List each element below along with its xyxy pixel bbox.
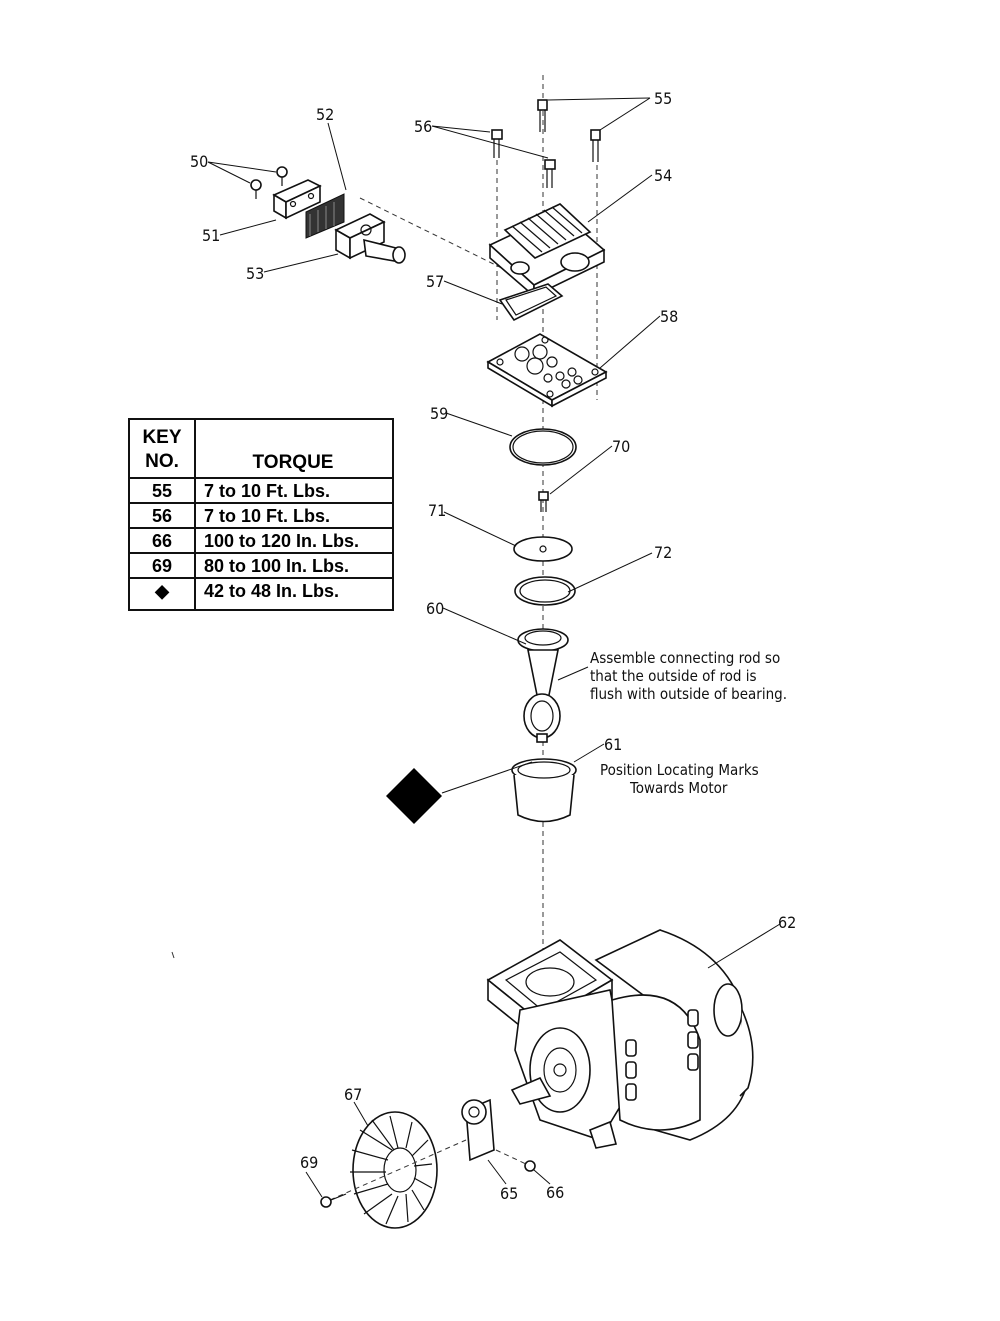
callout-50: 50 <box>190 152 208 171</box>
torque-diamond-marker <box>386 768 442 824</box>
callout-72: 72 <box>654 543 672 562</box>
part-58-valve-plate <box>486 333 608 408</box>
part-65-eccentric <box>461 1098 495 1162</box>
callout-52: 52 <box>316 105 334 124</box>
callout-58: 58 <box>660 307 678 326</box>
callout-59: 59 <box>430 404 448 423</box>
note-line: Assemble connecting rod so <box>590 649 780 667</box>
table-row: 66 100 to 120 In. Lbs. <box>130 527 392 553</box>
note-line: that the outside of rod is <box>590 667 757 685</box>
part-67-fan <box>329 1111 467 1229</box>
callout-labels: 50 51 52 53 54 55 56 57 58 59 70 71 72 6… <box>190 89 796 1203</box>
part-54-cylinder-head <box>488 203 606 298</box>
part-61-bearing <box>511 758 577 823</box>
note-line: Towards Motor <box>629 779 728 797</box>
part-53-intake-tube <box>334 213 406 264</box>
part-62-motor-crankcase <box>486 929 754 1149</box>
locating-marks-note: Position Locating Marks Towards Motor <box>600 761 759 797</box>
stray-mark <box>171 951 175 959</box>
callout-55: 55 <box>654 89 672 108</box>
leader-lines <box>207 97 781 1198</box>
key-cell: 56 <box>151 506 173 526</box>
torque-cell: 42 to 48 In. Lbs. <box>204 581 340 601</box>
callout-69: 69 <box>300 1153 318 1172</box>
connecting-rod-note: Assemble connecting rod so that the outs… <box>590 649 787 703</box>
part-60-connecting-rod <box>517 628 569 743</box>
callout-57: 57 <box>426 272 444 291</box>
note-line: flush with outside of bearing. <box>590 685 787 703</box>
table-row: 55 7 to 10 Ft. Lbs. <box>130 477 392 503</box>
header-torque: TORQUE <box>252 452 334 473</box>
table-row: 69 80 to 100 In. Lbs. <box>130 552 392 578</box>
key-cell: 69 <box>151 556 173 576</box>
part-57-head-gasket <box>498 283 564 322</box>
part-71-piston-cup-retainer <box>513 536 573 562</box>
part-59-o-ring <box>509 428 577 466</box>
callout-62: 62 <box>778 913 796 932</box>
part-51-retainer-plate <box>272 179 322 220</box>
callout-56: 56 <box>414 117 432 136</box>
header-key: KEY NO. <box>130 426 194 474</box>
torque-cell: 7 to 10 Ft. Lbs. <box>204 506 331 526</box>
part-69-screw <box>320 1193 347 1208</box>
note-line: Position Locating Marks <box>600 761 759 779</box>
torque-cell: 80 to 100 In. Lbs. <box>204 556 350 576</box>
torque-cell: 7 to 10 Ft. Lbs. <box>204 481 331 501</box>
callout-65: 65 <box>500 1184 518 1203</box>
header-key-line: NO. <box>145 451 179 472</box>
part-55-56-bolts <box>491 99 601 188</box>
callout-51: 51 <box>202 226 220 245</box>
table-header: KEY NO. TORQUE <box>130 420 392 478</box>
key-cell: 55 <box>151 481 173 501</box>
callout-53: 53 <box>246 264 264 283</box>
part-72-piston-cup <box>514 576 576 606</box>
part-50-screws <box>250 166 288 199</box>
callout-71: 71 <box>428 501 446 520</box>
part-52-air-filter <box>305 193 345 239</box>
part-66-set-screw <box>495 1149 536 1172</box>
part-70-screw <box>538 491 549 512</box>
table-row: ◆ 42 to 48 In. Lbs. <box>130 577 392 611</box>
callout-70: 70 <box>612 437 630 456</box>
callout-61: 61 <box>604 735 622 754</box>
torque-cell: 100 to 120 In. Lbs. <box>204 531 360 551</box>
torque-table: KEY NO. TORQUE 55 7 to 10 Ft. Lbs. 56 7 … <box>128 418 394 611</box>
header-key-line: KEY <box>142 427 182 448</box>
key-cell-diamond: ◆ <box>155 581 169 601</box>
column-divider <box>194 420 196 609</box>
callout-66: 66 <box>546 1183 564 1202</box>
callout-67: 67 <box>344 1085 362 1104</box>
key-cell: 66 <box>151 531 173 551</box>
callout-60: 60 <box>426 599 444 618</box>
callout-54: 54 <box>654 166 672 185</box>
table-row: 56 7 to 10 Ft. Lbs. <box>130 502 392 528</box>
